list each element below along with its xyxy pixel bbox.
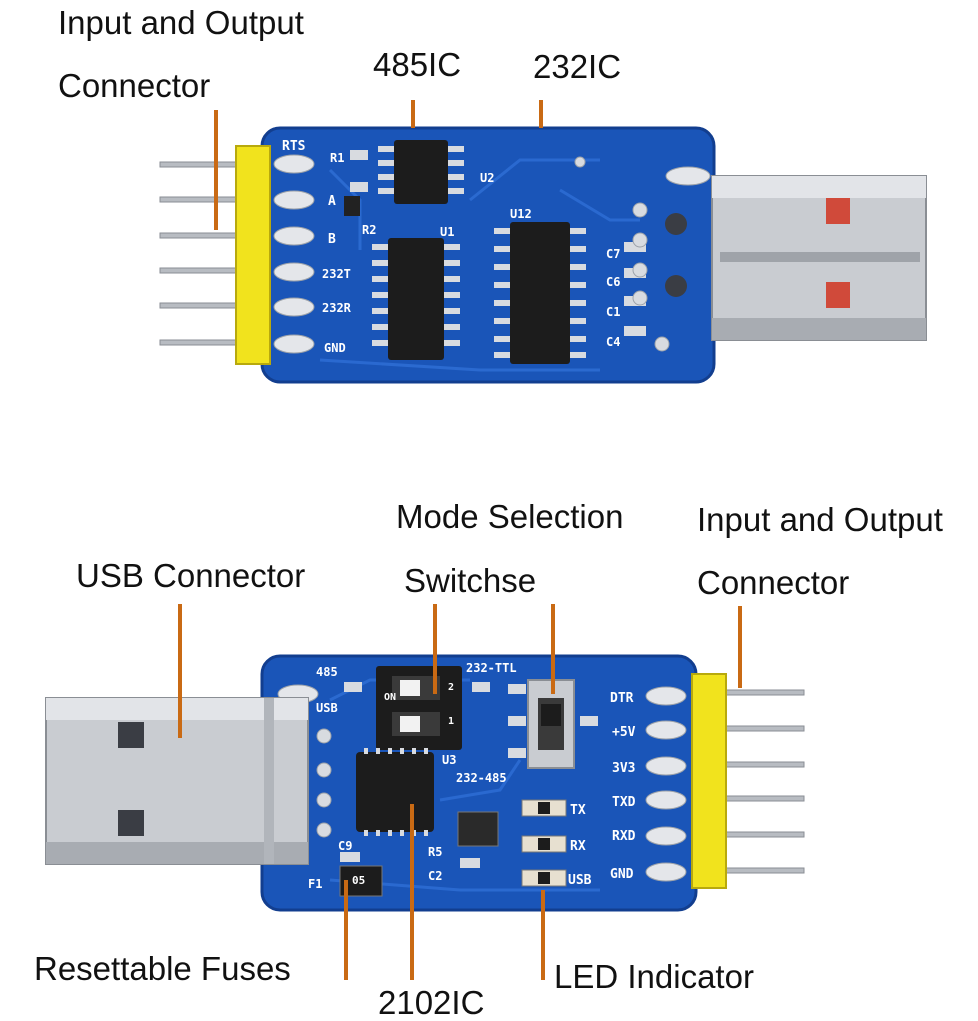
silk-c9: C9 <box>338 839 352 853</box>
leader-fuses <box>344 880 348 980</box>
silk-c6: C6 <box>606 275 620 289</box>
bottom-pin-header <box>691 673 727 889</box>
top-u1-chip <box>388 238 444 360</box>
silk-f1: F1 <box>308 877 322 891</box>
leader-2102ic <box>410 804 414 980</box>
silk-r1: R1 <box>330 151 344 165</box>
top-485-chip <box>394 140 448 204</box>
top-u12-chip <box>510 222 570 364</box>
callout-fuses: Resettable Fuses <box>34 950 291 987</box>
silk-u12: U12 <box>510 207 532 221</box>
silk-c4: C4 <box>606 335 620 349</box>
led-indicators <box>521 799 567 887</box>
callout-mode-line2: Switchse <box>404 562 537 599</box>
leader-bottom-io <box>738 606 742 688</box>
top-header-pins <box>159 161 243 346</box>
callout-mode-line1: Mode Selection <box>396 498 624 535</box>
silk-3v3: 3V3 <box>612 761 635 776</box>
silk-r5: R5 <box>428 845 442 859</box>
silk-txd: TXD <box>612 795 636 810</box>
silk-tx: TX <box>570 803 586 818</box>
silk-rx: RX <box>570 839 586 854</box>
silk-usb-led: USB <box>568 873 592 888</box>
silk-u3: U3 <box>442 753 456 767</box>
callout-top-io-line1: Input and Output <box>58 4 304 41</box>
silk-c1: C1 <box>606 305 620 319</box>
leader-mode-dip <box>433 604 437 694</box>
callout-led: LED Indicator <box>554 958 754 995</box>
callout-485ic: 485IC <box>373 46 462 83</box>
silk-a: A <box>328 194 336 209</box>
top-usb-plug <box>711 175 927 341</box>
silk-c7: C7 <box>606 247 620 261</box>
silk-c2: C2 <box>428 869 442 883</box>
silk-rxd: RXD <box>612 829 636 844</box>
silk-5v: +5V <box>612 725 636 740</box>
silk-dtr: DTR <box>610 691 634 706</box>
callout-232ic: 232IC <box>533 48 622 85</box>
top-pin-header <box>235 145 271 365</box>
silk-usb: USB <box>316 701 338 715</box>
bottom-header-pins <box>719 689 805 874</box>
callout-2102ic: 2102IC <box>378 984 485 1021</box>
silk-b: B <box>328 232 336 247</box>
silk-r2: R2 <box>362 223 376 237</box>
leader-485ic <box>411 100 415 128</box>
silk-gnd: GND <box>324 341 346 355</box>
silk-u1: U1 <box>440 225 454 239</box>
callout-top-io-line2: Connector <box>58 67 211 104</box>
silk-sw2: 2 <box>448 682 454 693</box>
bottom-usb-plug <box>45 697 309 865</box>
silk-232-485: 232-485 <box>456 771 507 785</box>
silk-gnd-bottom: GND <box>610 867 634 882</box>
silk-sw1: 1 <box>448 716 454 727</box>
silk-232t: 232T <box>322 267 351 281</box>
callout-bottom-io-line1: Input and Output <box>697 501 943 538</box>
silk-on: ON <box>384 692 396 703</box>
callout-bottom-io-line2: Connector <box>697 564 850 601</box>
leader-232ic <box>539 100 543 128</box>
leader-top-io <box>214 110 218 230</box>
leader-mode-slide <box>551 604 555 694</box>
silk-u2: U2 <box>480 171 494 185</box>
callout-usb-connector: USB Connector <box>76 557 306 594</box>
leader-led <box>541 890 545 980</box>
silk-485: 485 <box>316 665 338 679</box>
cp2102-chip <box>356 752 434 832</box>
silk-fuse-mark: 05 <box>352 874 365 887</box>
silk-232r: 232R <box>322 301 352 315</box>
silk-232-ttl: 232-TTL <box>466 661 517 675</box>
silk-rts: RTS <box>282 139 306 154</box>
leader-usb-connector <box>178 604 182 738</box>
